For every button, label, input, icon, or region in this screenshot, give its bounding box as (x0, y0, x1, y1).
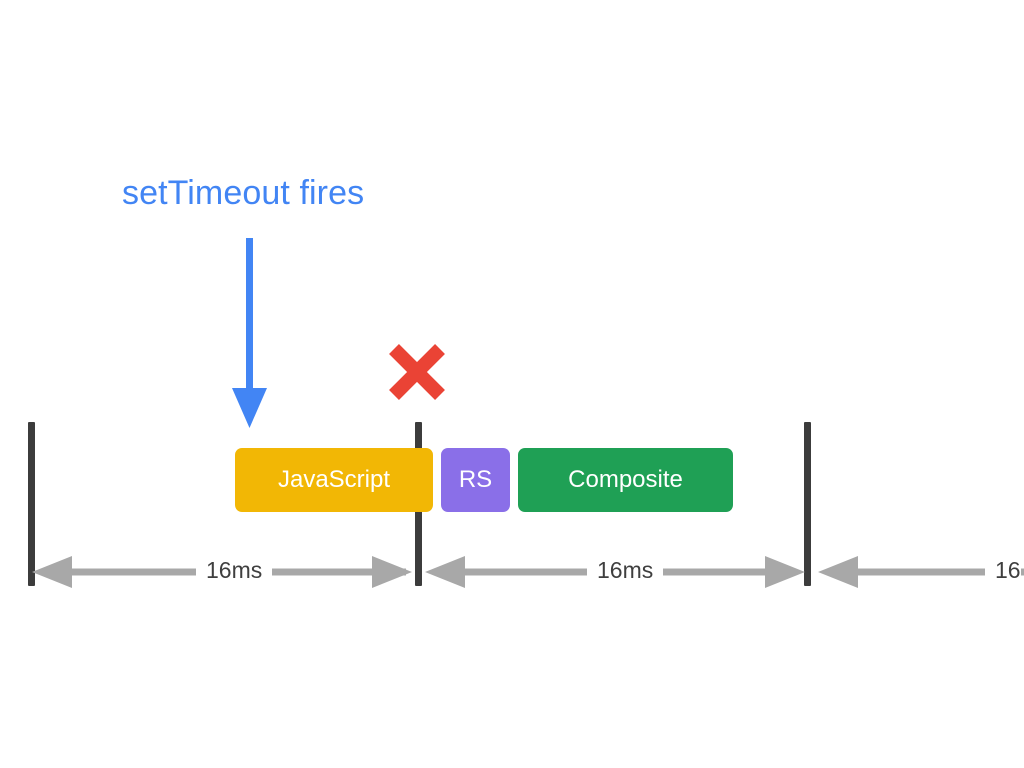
task-bar-label: RS (458, 466, 493, 493)
task-bar-rs: RS (441, 448, 510, 512)
red-x-icon (386, 341, 448, 403)
settimeout-annotation-label: setTimeout fires (122, 174, 365, 212)
frame-budget-label-3: 16 (985, 559, 1021, 582)
frame-boundary-tick-end (804, 422, 811, 586)
frame-budget-label-1: 16ms (196, 559, 273, 582)
task-bar-label: Composite (568, 466, 683, 493)
frame-boundary-tick-start (28, 422, 35, 586)
task-bar-javascript: JavaScript (235, 448, 433, 512)
frame-budget-label-2: 16ms (587, 559, 664, 582)
task-bar-composite: Composite (518, 448, 733, 512)
frame-budget-measure-arrows (32, 556, 1024, 588)
task-bar-label: JavaScript (277, 466, 391, 493)
down-arrow-icon (228, 236, 272, 430)
